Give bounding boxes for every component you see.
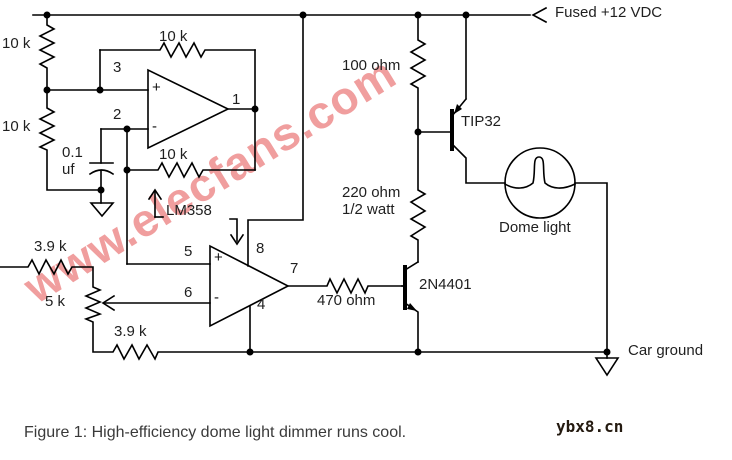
resistor-r2-label: 10 k [2, 118, 31, 135]
resistor-r10-label: 470 ohm [317, 292, 376, 309]
capacitor-value-label: 0.1 [62, 144, 83, 161]
resistor-r10-symbol [287, 277, 403, 295]
junction-dot [414, 128, 422, 136]
dome-light-filament [503, 156, 577, 189]
opamp2-symbol [209, 244, 290, 328]
power-rail-label: Fused +12 VDC [555, 4, 663, 21]
opamp1-pin1-label: 1 [232, 91, 241, 108]
resistor-r9-rating-label: 1/2 watt [342, 201, 395, 218]
lm358-down-arrowhead-icon [229, 233, 245, 246]
lm358-up-arrowhead-icon [147, 188, 163, 201]
opamp1-minus-sign: - [152, 118, 157, 135]
junction-dot [251, 105, 259, 113]
ground1-icon [89, 202, 115, 218]
junction-dot [414, 348, 422, 356]
dome-light-label: Dome light [499, 219, 571, 236]
junction-dot [123, 166, 131, 174]
q2-label: 2N4401 [419, 276, 472, 293]
dome-light-right-wire [574, 182, 608, 353]
opamp2-plus-sign: + [214, 249, 223, 266]
resistor-r8-label: 100 ohm [342, 57, 401, 74]
junction-dot [603, 348, 611, 356]
dome-light-symbol [504, 147, 576, 219]
junction-dot [414, 11, 422, 19]
junction-dot [462, 11, 470, 19]
opamp2-pin5-label: 5 [184, 243, 193, 260]
pot-wiper-arrowhead-icon [101, 294, 116, 312]
input-r5-pot-r7-groundrail-wires [0, 258, 608, 361]
capacitor-unit-label: uf [62, 161, 75, 178]
resistor-r4-label: 10 k [159, 146, 188, 163]
capacitor-bottom-plate [88, 169, 115, 176]
lm358-down-arrow-icon [229, 218, 238, 242]
junction-dot [299, 11, 307, 19]
opamp1-pin3-label: 3 [113, 59, 122, 76]
power-input-arrow-icon [531, 6, 548, 24]
resistor-r9-value-label: 220 ohm [342, 184, 401, 201]
q1-emitter-arrowhead-icon [454, 104, 462, 114]
opamp1-pin2-label: 2 [113, 106, 122, 123]
resistor-r3-symbol [99, 41, 256, 59]
resistor-r2-symbol [38, 89, 102, 191]
resistor-r3-label: 10 k [159, 28, 188, 45]
resistor-r4-symbol [126, 161, 256, 179]
opamp1-symbol [147, 68, 230, 150]
resistor-r8-symbol [409, 14, 427, 133]
opamp2-pin4-label: 4 [257, 296, 266, 313]
opamp2-minus-sign: - [214, 289, 219, 306]
car-ground-label: Car ground [628, 342, 704, 359]
junction-dots [43, 11, 611, 356]
junction-dot [43, 11, 51, 19]
junction-dot [96, 86, 104, 94]
ic-label: LM358 [166, 202, 212, 219]
opamp2-pin8-label: 8 [256, 240, 265, 257]
junction-dot [246, 348, 254, 356]
resistor-r9-symbol [409, 131, 427, 263]
pot-label: 5 k [45, 293, 66, 310]
ground2-icon [594, 357, 620, 377]
resistor-r7-label: 3.9 k [114, 323, 147, 340]
figure-caption: Figure 1: High-efficiency dome light dim… [24, 424, 407, 441]
resistor-r1-symbol [38, 14, 56, 91]
q1-emitter-wire [450, 14, 468, 118]
q1-label: TIP32 [461, 113, 502, 130]
site-credit: ybx8.cn [556, 417, 624, 436]
q1-collector-wire [450, 142, 506, 184]
resistor-r1-label: 10 k [2, 35, 31, 52]
q2-emitter-arrowhead-icon [407, 303, 417, 311]
opamp1-plus-sign: + [152, 79, 161, 96]
resistor-r5-label: 3.9 k [34, 238, 67, 255]
junction-dot [123, 125, 131, 133]
opamp2-vplus-wire [247, 14, 304, 267]
q2-collector-wire [403, 260, 420, 272]
junction-dot [43, 86, 51, 94]
junction-dot [97, 186, 105, 194]
opamp2-pin7-label: 7 [290, 260, 299, 277]
opamp2-pin6-label: 6 [184, 284, 193, 301]
